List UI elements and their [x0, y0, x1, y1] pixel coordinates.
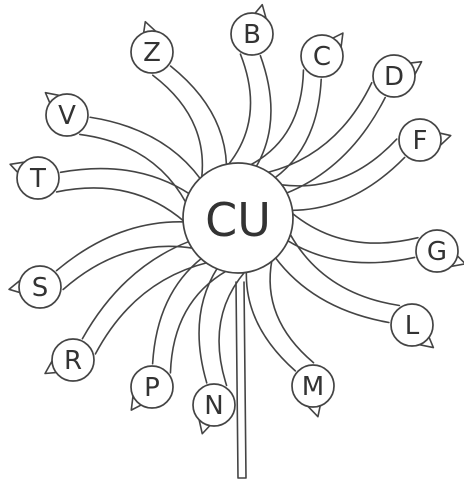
blade-edge-d — [286, 98, 385, 194]
petal-letter-v: V — [58, 101, 76, 131]
petal-letter-m: M — [302, 372, 324, 402]
blade-edge-t — [57, 188, 185, 222]
blade-edge-n — [219, 271, 245, 385]
blade-edge-b — [228, 54, 251, 165]
petal-r: R — [52, 339, 94, 381]
petal-letter-g: G — [427, 237, 447, 267]
petal-t: T — [17, 157, 59, 199]
stick — [236, 282, 246, 478]
blade-edge-z — [171, 66, 227, 165]
blade-edge-t — [61, 169, 190, 195]
petal-v: V — [46, 94, 88, 136]
petal-letter-t: T — [29, 164, 46, 194]
blade-edge-l — [275, 257, 389, 322]
blade-edge-c — [274, 79, 321, 178]
petal-letter-n: N — [204, 391, 223, 421]
petal-letter-z: Z — [143, 38, 161, 68]
blade-edge-p — [170, 271, 226, 373]
blade-edge-s — [63, 246, 193, 289]
petal-letter-s: S — [32, 273, 49, 303]
blade-edge-r — [95, 263, 207, 354]
petal-g: G — [416, 230, 458, 272]
petal-letter-l: L — [405, 311, 420, 341]
petal-c: C — [301, 35, 343, 77]
petal-s: S — [19, 266, 61, 308]
blade-edge-f — [291, 157, 404, 210]
center-label: CU — [205, 193, 271, 247]
blade-edge-l — [290, 233, 400, 305]
blade-edge-g — [292, 213, 418, 243]
petal-z: Z — [131, 31, 173, 73]
petal-letter-c: C — [313, 42, 331, 72]
blade-edge-g — [287, 240, 415, 262]
blade-edge-b — [256, 56, 271, 168]
petal-p: P — [131, 366, 173, 408]
petal-d: D — [373, 55, 415, 97]
blade-edge-v — [90, 117, 201, 179]
petal-f: F — [399, 119, 441, 161]
petal-b: B — [231, 13, 273, 55]
petal-letter-p: P — [144, 373, 160, 403]
petal-letter-d: D — [384, 62, 404, 92]
petal-m: M — [292, 365, 334, 407]
blade-edge-c — [250, 70, 304, 165]
petal-letter-b: B — [243, 20, 261, 50]
center-hub: CU — [183, 163, 293, 273]
petal-letter-f: F — [413, 126, 428, 156]
blade-edge-n — [199, 268, 217, 383]
petal-l: L — [391, 304, 433, 346]
petal-letter-r: R — [64, 346, 82, 376]
blade-edge-z — [153, 75, 203, 178]
petal-n: N — [193, 384, 235, 426]
